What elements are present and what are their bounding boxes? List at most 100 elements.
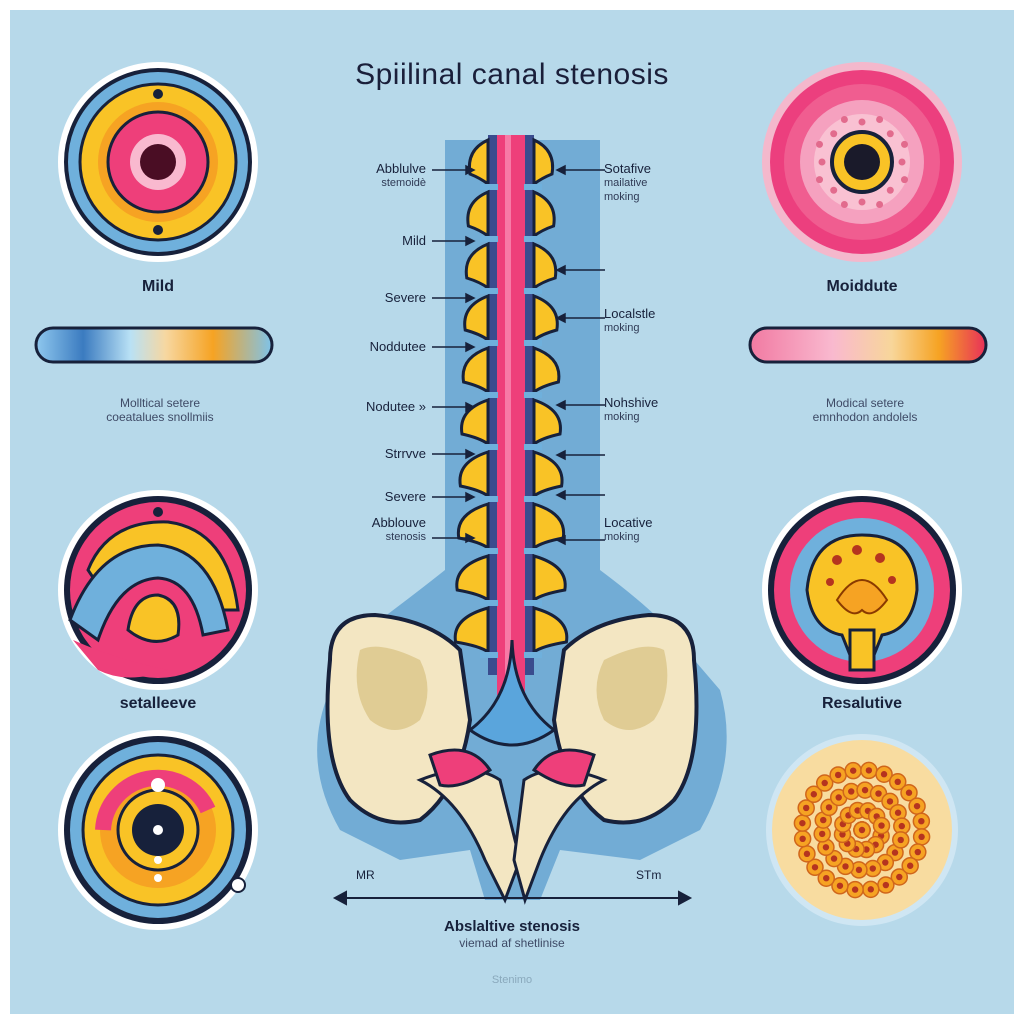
cell-nucleus — [855, 866, 863, 874]
vertebra-left — [464, 241, 490, 291]
cell-nucleus — [867, 886, 874, 893]
ring-bottom-right — [766, 734, 958, 926]
arrowhead — [555, 534, 566, 546]
description-line: Modical setere — [825, 396, 905, 410]
label-left-3: Noddutee — [370, 340, 426, 354]
vertebra-left — [463, 293, 490, 343]
label-text: Strrvve — [384, 446, 426, 461]
cell-nucleus — [810, 791, 818, 798]
cell-nucleus — [886, 798, 894, 805]
cell-nucleus — [836, 882, 844, 889]
speckle — [898, 158, 906, 166]
speckle — [818, 158, 826, 166]
cell-nucleus — [918, 818, 925, 825]
label-text: Nodutee » — [366, 399, 426, 414]
cell-nucleus — [918, 833, 925, 841]
cell-nucleus — [914, 848, 921, 856]
cell-nucleus — [897, 836, 904, 844]
ring-setalleeve — [58, 490, 258, 690]
arrowhead — [465, 292, 476, 304]
bottom-title: Abslaltive stenosis — [444, 918, 580, 935]
disc-left — [480, 652, 498, 658]
arrowhead — [555, 399, 566, 411]
vertebra-right — [532, 189, 556, 239]
arrowhead — [465, 341, 476, 353]
axis-label-right: STm — [636, 868, 662, 882]
vertebra-right — [532, 606, 569, 655]
label-text: Locative — [604, 515, 653, 530]
speckle — [876, 200, 884, 208]
disc-left — [480, 288, 498, 294]
caption-mid-left: setalleeve — [119, 695, 197, 712]
speckle — [840, 116, 848, 124]
speckle — [900, 176, 908, 184]
speckle — [876, 116, 884, 124]
disc-right — [524, 496, 542, 502]
label-left-5: Strrvve — [385, 447, 426, 461]
speckle — [858, 118, 866, 126]
disc-left — [480, 392, 498, 398]
label-sub: mailative — [604, 177, 648, 189]
arrowhead — [555, 312, 566, 324]
caption-top-left: Mild — [142, 278, 174, 295]
label-right-0: Sotafive mailative moking — [604, 162, 651, 204]
label-sub: moking — [604, 191, 640, 203]
label-text: Localstle — [604, 306, 656, 321]
cell-nucleus — [891, 849, 899, 856]
arrowhead — [555, 449, 566, 461]
label-text: Severe — [384, 489, 426, 504]
cell-nucleus — [861, 786, 869, 794]
caption-mid-right: Resalutive — [821, 695, 903, 712]
disc-right — [524, 340, 542, 346]
label-right-2: Nohshive moking — [604, 396, 658, 424]
cell-nucleus — [878, 822, 885, 829]
vertebra-right — [532, 137, 555, 187]
bottom-subtitle: viemad af shetlinise — [459, 936, 565, 950]
ring-resolutive — [762, 490, 962, 690]
speckle — [816, 140, 824, 148]
disc-left — [480, 444, 498, 450]
vertebra-left — [461, 345, 490, 395]
label-text: Mild — [402, 233, 426, 248]
cell-nucleus — [882, 859, 889, 866]
arrowhead — [465, 532, 476, 544]
cell-nucleus — [906, 862, 914, 869]
ring-bottom-left — [58, 730, 258, 930]
label-right-3: Locative moking — [604, 516, 652, 544]
vertebra-left — [455, 554, 490, 603]
description-left: Molltical setere coeatalues snollmiis — [50, 396, 270, 424]
spinal-column — [488, 135, 534, 695]
disc-right — [524, 652, 542, 658]
label-left-2: Severe — [385, 291, 426, 305]
label-sub: stenosis — [385, 531, 426, 543]
color-scales — [34, 326, 988, 364]
label-text: Severe — [384, 290, 426, 305]
label-sub: moking — [604, 322, 640, 334]
arrowhead — [465, 164, 476, 176]
cell-nucleus — [820, 816, 827, 824]
cell-nucleus — [894, 778, 901, 786]
label-text: Sotafive — [604, 161, 651, 176]
label-left-7: Abblouve stenosis — [372, 516, 426, 544]
label-left-0: Abblulve stemoidè — [376, 162, 426, 190]
label-text: Abblouve — [371, 515, 426, 530]
speckle — [830, 186, 838, 194]
label-text: Nohshive — [604, 395, 659, 410]
cell-nucleus — [818, 830, 826, 838]
cell-nucleus — [825, 804, 833, 811]
cell-nucleus — [905, 789, 913, 796]
label-left-1: Mild — [402, 234, 426, 248]
arrowhead — [465, 235, 476, 247]
label-left-6: Severe — [385, 490, 426, 504]
arrowhead — [465, 448, 476, 460]
scale-axis — [332, 890, 693, 906]
cell-nucleus — [865, 767, 873, 774]
disc-left — [480, 600, 498, 606]
cell-nucleus — [799, 835, 806, 842]
caption-top-right: Moiddute — [826, 278, 898, 295]
arrowhead — [555, 489, 566, 501]
label-sub: stemoidè — [381, 177, 426, 189]
cell-nucleus — [822, 844, 830, 851]
disc-right — [524, 600, 542, 606]
vertebra-right — [532, 241, 558, 291]
